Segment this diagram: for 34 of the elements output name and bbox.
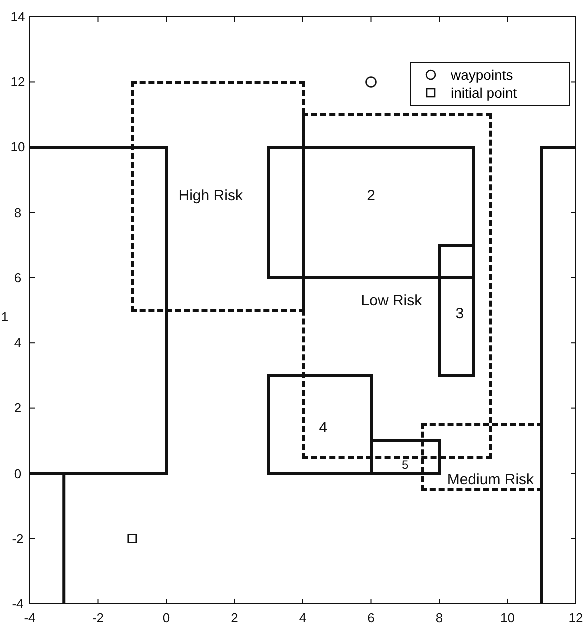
obstacle-number: 2 bbox=[367, 188, 376, 205]
y-tick-label: 10 bbox=[10, 140, 26, 155]
x-tick-label: 0 bbox=[162, 610, 170, 626]
y-tick-label: -4 bbox=[12, 596, 24, 612]
high-risk-region bbox=[130, 80, 304, 312]
low-risk-region bbox=[302, 113, 492, 459]
x-tick-label: 10 bbox=[500, 610, 515, 626]
y-tick-label: -2 bbox=[12, 531, 24, 546]
region-label: High Risk bbox=[178, 188, 243, 205]
legend-label: initial point bbox=[451, 85, 518, 101]
y-tick-label: 14 bbox=[10, 10, 26, 24]
y-tick-label: 0 bbox=[14, 466, 22, 482]
x-tick-label: 4 bbox=[299, 610, 307, 626]
obstacle-rectangle bbox=[267, 374, 373, 476]
x-tick-label: 8 bbox=[436, 610, 444, 626]
y-tick-label: 2 bbox=[14, 400, 22, 416]
obstacle-rectangle bbox=[267, 146, 476, 280]
x-tick-label: -4 bbox=[24, 610, 36, 626]
legend-label: waypoints bbox=[451, 67, 514, 83]
obstacle-number: 3 bbox=[456, 305, 464, 322]
y-tick-label: 12 bbox=[10, 74, 26, 90]
y-tick-label: 8 bbox=[14, 205, 22, 220]
obstacle-number: 5 bbox=[402, 459, 409, 472]
region-label: Low Risk bbox=[361, 292, 422, 310]
x-tick-label: -2 bbox=[92, 610, 104, 626]
y-tick-label: 6 bbox=[14, 270, 22, 286]
region-label: Medium Risk bbox=[447, 472, 534, 489]
obstacle-number: 4 bbox=[319, 419, 328, 436]
medium-risk-region bbox=[420, 423, 544, 492]
y-axis-label: 1 bbox=[1, 310, 9, 324]
x-tick-label: 12 bbox=[568, 610, 584, 626]
y-tick-label: 4 bbox=[14, 336, 22, 351]
x-tick-label: 2 bbox=[231, 610, 238, 626]
x-tick-label: 6 bbox=[368, 610, 375, 626]
